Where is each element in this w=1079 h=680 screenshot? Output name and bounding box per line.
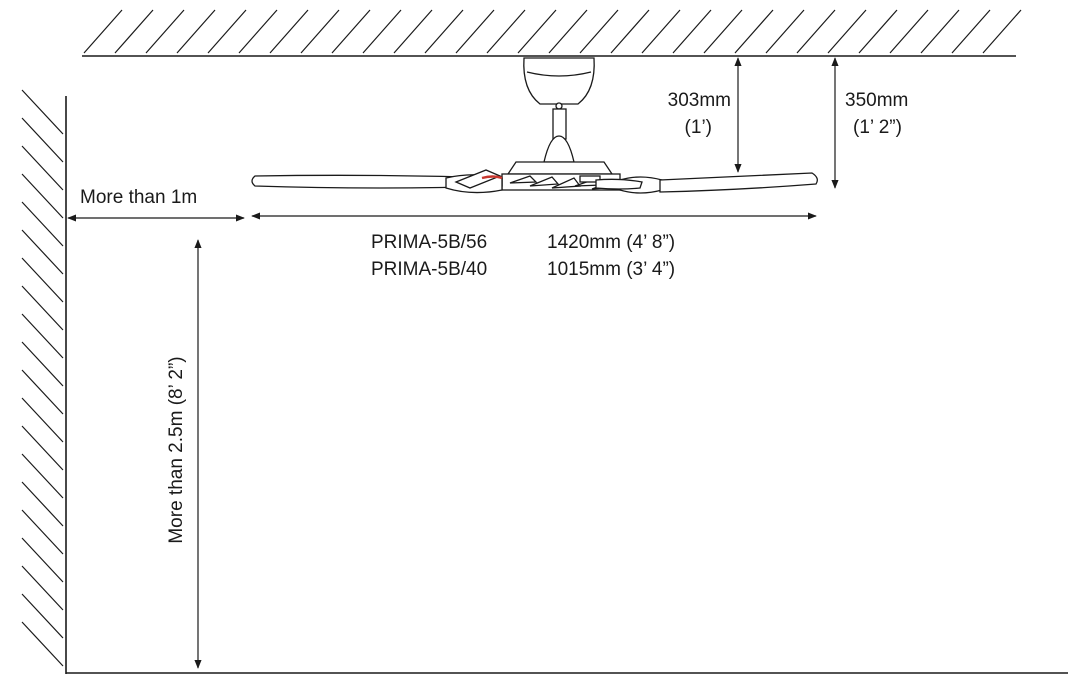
fan-motor-housing [506, 161, 614, 175]
wall-hatch-line [21, 89, 64, 135]
wall-hatch-line [21, 621, 64, 667]
ceiling-hatch-line [951, 9, 991, 54]
ceiling-hatch-line [765, 9, 805, 54]
dimension-350-metric: 350mm [845, 90, 908, 111]
dimension-wall-clearance: More than 1m [67, 187, 245, 222]
ceiling-hatch-line [145, 9, 185, 54]
fan-blade-right [659, 172, 818, 193]
model-name-1: PRIMA-5B/56 [371, 232, 487, 253]
ceiling-hatch-line [703, 9, 743, 54]
ceiling-hatch-line [300, 9, 340, 54]
wall-hatch-line [21, 285, 64, 331]
dimension-350-imperial: (1’ 2”) [853, 117, 902, 138]
ceiling-hatch-line [858, 9, 898, 54]
dimension-303-metric: 303mm [668, 90, 731, 111]
fan-blade-holder-mid [595, 178, 643, 190]
floor-clearance-label: More than 2.5m (8’ 2”) [166, 356, 187, 543]
ceiling-hatch-line [610, 9, 650, 54]
fan-downrod [552, 108, 567, 140]
wall-hatch-line [21, 341, 64, 387]
fan-accent-stripe [481, 175, 503, 180]
wall-hatch-line [21, 201, 64, 247]
dimension-total-height: 350mm (1’ 2”) [831, 57, 908, 189]
ceiling-hatch-line [486, 9, 526, 54]
dimension-303-imperial: (1’) [685, 117, 712, 138]
ceiling-hatch-line [176, 9, 216, 54]
fan-screw-icon [555, 102, 563, 110]
wall [21, 89, 67, 674]
wall-clearance-label: More than 1m [80, 187, 197, 208]
dimension-blade-sweep: PRIMA-5B/56 1420mm (4’ 8”) PRIMA-5B/40 1… [251, 212, 817, 280]
ceiling-hatch-line [424, 9, 464, 54]
ceiling-hatch-line [734, 9, 774, 54]
ceiling-hatch-line [269, 9, 309, 54]
ceiling-hatch-line [114, 9, 154, 54]
wall-hatch-line [21, 481, 64, 527]
ceiling-hatch-line [362, 9, 402, 54]
wall-hatch-line [21, 117, 64, 163]
wall-hatch-line [21, 173, 64, 219]
wall-hatch-line [21, 453, 64, 499]
ceiling-hatch-line [83, 9, 123, 54]
fan-canopy-rim [526, 71, 592, 77]
ceiling-hatch-line [641, 9, 681, 54]
ceiling-hatch-line [920, 9, 960, 54]
ceiling [82, 9, 1022, 57]
ceiling-hatch-line [331, 9, 371, 54]
wall-hatch-line [21, 537, 64, 583]
fan-blade-holder-back [454, 169, 502, 189]
ceiling-hatch-line [672, 9, 712, 54]
ceiling-hatch-line [796, 9, 836, 54]
ceiling-hatch-line [455, 9, 495, 54]
ceiling-hatch-line [889, 9, 929, 54]
wall-hatch-line [21, 397, 64, 443]
dimension-blade-to-ceiling: 303mm (1’) [668, 57, 742, 173]
wall-hatch-line [21, 369, 64, 415]
model-name-2: PRIMA-5B/40 [371, 259, 487, 280]
fan-canopy [523, 57, 595, 105]
wall-hatch-line [21, 593, 64, 639]
wall-hatch-line [21, 565, 64, 611]
wall-hatch-line [21, 229, 64, 275]
wall-hatch-line [21, 145, 64, 191]
model-sweep-1: 1420mm (4’ 8”) [547, 232, 675, 253]
wall-hatch [21, 89, 64, 667]
ceiling-hatch [83, 9, 1022, 54]
wall-hatch-line [21, 509, 64, 555]
ceiling-hatch-line [579, 9, 619, 54]
wall-hatch-line [21, 257, 64, 303]
model-sweep-2: 1015mm (3’ 4”) [547, 259, 675, 280]
ceiling-hatch-line [827, 9, 867, 54]
wall-hatch-line [21, 313, 64, 359]
ceiling-hatch-line [207, 9, 247, 54]
ceiling-hatch-line [548, 9, 588, 54]
ceiling-hatch-line [393, 9, 433, 54]
ceiling-hatch-line [517, 9, 557, 54]
dimension-floor-clearance: More than 2.5m (8’ 2”) [166, 239, 202, 669]
fan-motor-top [543, 135, 575, 163]
ceiling-hatch-line [238, 9, 278, 54]
ceiling-fan [251, 57, 818, 194]
ceiling-hatch-line [982, 9, 1022, 54]
wall-hatch-line [21, 425, 64, 471]
